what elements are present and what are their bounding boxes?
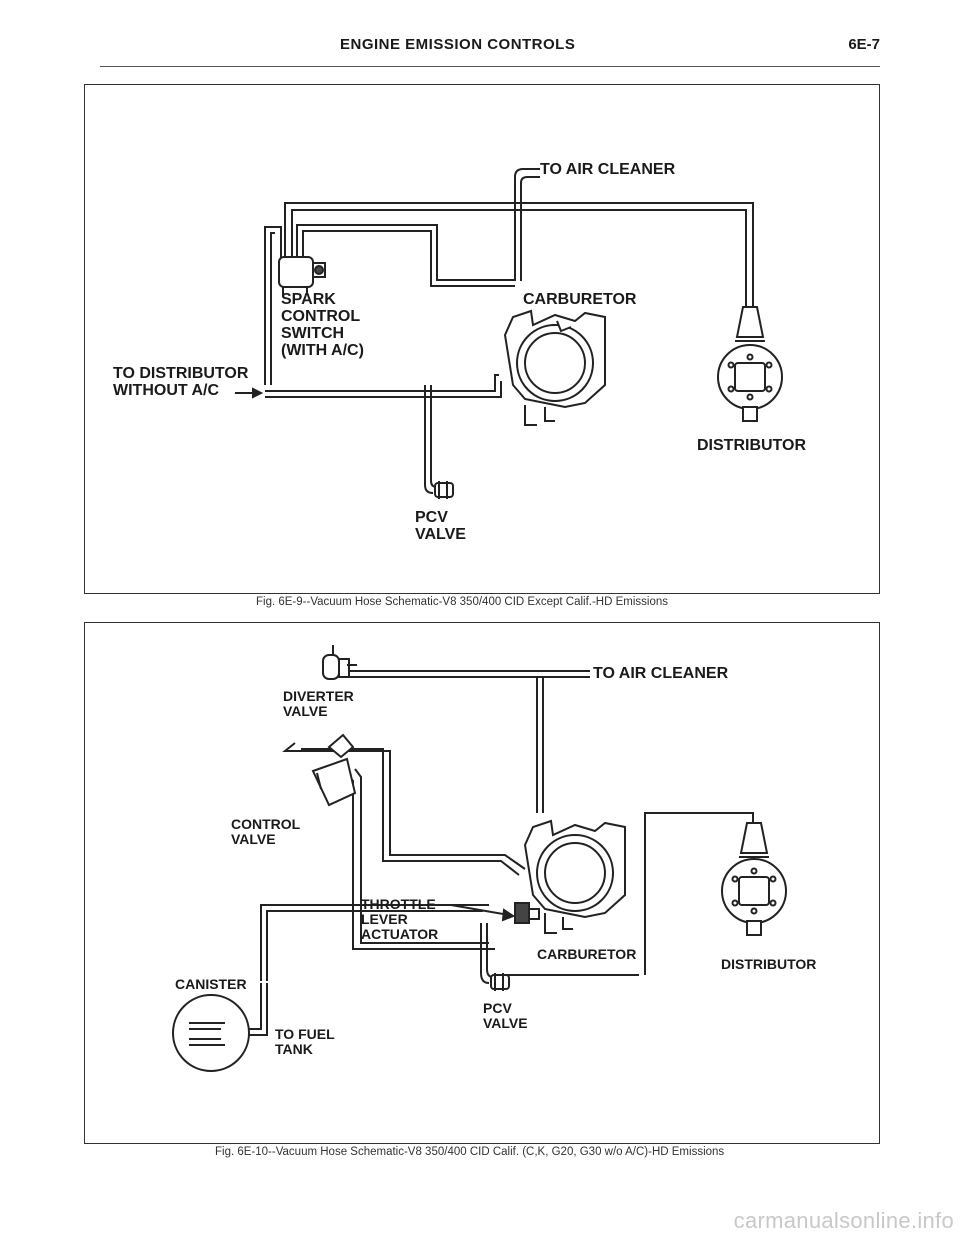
figure-6e9-caption: Fig. 6E-9--Vacuum Hose Schematic-V8 350/… — [256, 596, 669, 608]
figure-6e9-schematic — [235, 168, 783, 499]
carburetor-icon — [523, 819, 626, 934]
label-to-air-cleaner: TO AIR CLEANER — [540, 161, 676, 178]
arrow-icon — [235, 387, 264, 399]
label-to-air-cleaner: TO AIR CLEANER — [593, 665, 729, 682]
page-header: ENGINE EMISSION CONTROLS 6E-7 — [100, 30, 880, 67]
page-title: ENGINE EMISSION CONTROLS — [340, 36, 576, 53]
throttle-lever-actuator-icon — [514, 902, 540, 924]
canister-icon — [172, 994, 250, 1072]
figure-6e10-schematic — [172, 645, 787, 1072]
pcv-valve-icon — [434, 481, 454, 499]
distributor-icon — [721, 822, 787, 936]
label-to-fuel-tank: TO FUEL TANK — [275, 1026, 335, 1057]
label-pcv-valve: PCV VALVE — [415, 509, 466, 543]
label-carburetor: CARBURETOR — [537, 946, 637, 962]
figure-6e10-panel: TO AIR CLEANER DIVERTER VALVE CONTROL VA… — [84, 622, 880, 1144]
label-spark-control-switch: SPARK CONTROL SWITCH (WITH A/C) — [281, 291, 364, 359]
distributor-icon — [717, 306, 783, 422]
label-diverter-valve: DIVERTER VALVE — [283, 688, 354, 719]
page-number: 6E-7 — [848, 36, 880, 53]
spark-control-switch-icon — [278, 256, 326, 295]
diverter-valve-icon — [322, 645, 357, 680]
label-canister: CANISTER — [175, 976, 247, 992]
label-to-distributor: TO DISTRIBUTOR WITHOUT A/C — [113, 365, 249, 399]
control-valve-icon — [311, 733, 357, 807]
carburetor-icon — [503, 309, 606, 426]
label-control-valve: CONTROL VALVE — [231, 816, 301, 847]
figure-6e9-panel: TO AIR CLEANER SPARK CONTROL SWITCH (WIT… — [84, 84, 880, 594]
watermark: carmanualsonline.info — [733, 1208, 954, 1233]
label-carburetor: CARBURETOR — [523, 291, 637, 308]
label-pcv-valve: PCV VALVE — [483, 1000, 528, 1031]
label-throttle-lever-actuator: THROTTLE LEVER ACTUATOR — [361, 896, 439, 942]
figure-6e10-caption: Fig. 6E-10--Vacuum Hose Schematic-V8 350… — [215, 1146, 725, 1158]
label-distributor: DISTRIBUTOR — [697, 437, 807, 454]
arrow-icon — [450, 904, 516, 922]
pcv-valve-icon — [490, 973, 510, 991]
label-distributor: DISTRIBUTOR — [721, 956, 817, 972]
